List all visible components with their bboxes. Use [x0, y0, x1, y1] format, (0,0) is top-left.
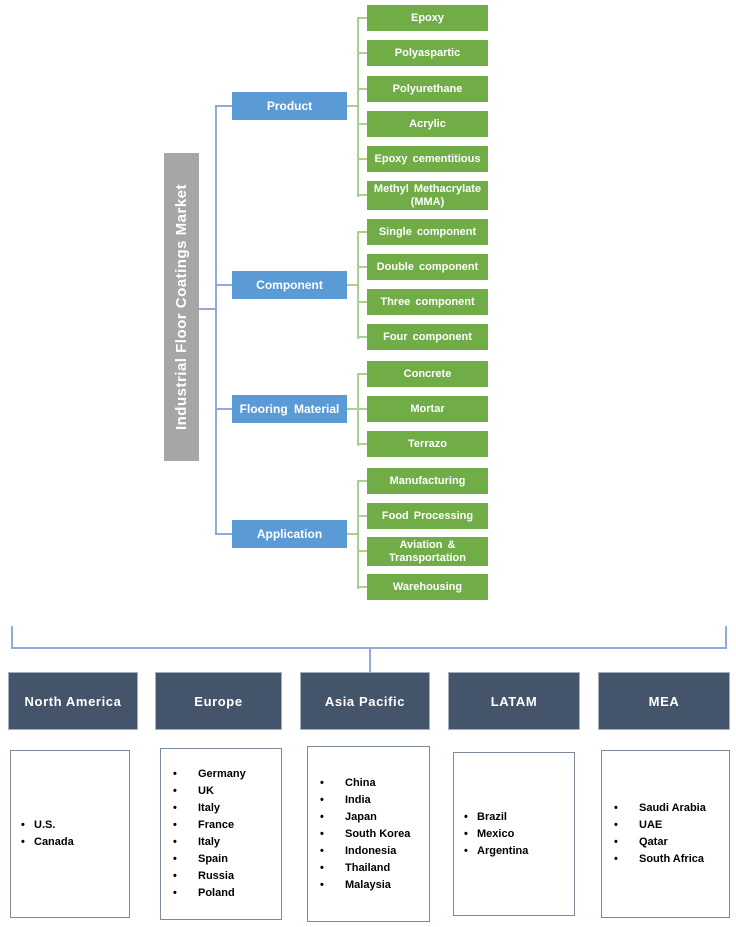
component-branch-line	[357, 231, 359, 339]
country-item: Spain	[173, 851, 246, 868]
child-box-food-processing: Food Processing	[367, 503, 488, 529]
country-item: Malaysia	[320, 877, 410, 894]
child-box-polyurethane: Polyurethane	[367, 76, 488, 102]
country-list: U.S. Canada	[21, 817, 74, 851]
child-stub	[357, 480, 367, 482]
country-item: Argentina	[464, 843, 528, 860]
country-item: Saudi Arabia	[614, 800, 706, 817]
root-connector-line	[199, 308, 217, 310]
region-header-asia-pacific: Asia Pacific	[300, 672, 430, 730]
child-box-aviation-transportation: Aviation & Transportation	[367, 537, 488, 566]
child-box-epoxy-cementitious: Epoxy cementitious	[367, 146, 488, 172]
country-item: Poland	[173, 885, 246, 902]
country-item: Indonesia	[320, 843, 410, 860]
segment-box-application: Application	[232, 520, 347, 548]
root-market-bar: Industrial Floor Coatings Market	[164, 153, 199, 461]
child-stub	[357, 586, 367, 588]
country-list-asia-pacific: China India Japan South Korea Indonesia …	[307, 746, 430, 922]
child-stub	[357, 550, 367, 552]
segment-box-component: Component	[232, 271, 347, 299]
child-box-mma: Methyl Methacrylate (MMA)	[367, 181, 488, 210]
country-item: South Korea	[320, 826, 410, 843]
branch-line-flooring-material	[215, 408, 232, 410]
country-item: China	[320, 775, 410, 792]
country-list-mea: Saudi Arabia UAE Qatar South Africa	[601, 750, 730, 918]
child-box-four-component: Four component	[367, 324, 488, 350]
root-market-label: Industrial Floor Coatings Market	[173, 183, 190, 431]
region-header-europe: Europe	[155, 672, 282, 730]
child-stub	[357, 336, 367, 338]
child-box-epoxy: Epoxy	[367, 5, 488, 31]
child-stub	[357, 123, 367, 125]
child-box-three-component: Three component	[367, 289, 488, 315]
child-stub	[357, 443, 367, 445]
flooring-branch-stub	[347, 408, 357, 410]
child-box-warehousing: Warehousing	[367, 574, 488, 600]
child-stub	[357, 515, 367, 517]
child-box-polyaspartic: Polyaspartic	[367, 40, 488, 66]
country-list: China India Japan South Korea Indonesia …	[320, 775, 410, 894]
country-list-europe: Germany UK Italy France Italy Spain Russ…	[160, 748, 282, 920]
child-stub	[357, 408, 367, 410]
country-list: Saudi Arabia UAE Qatar South Africa	[614, 800, 706, 868]
child-stub	[357, 17, 367, 19]
child-stub	[357, 158, 367, 160]
country-item: UAE	[614, 817, 706, 834]
country-item: Brazil	[464, 809, 528, 826]
regions-bracket-right-tick	[725, 626, 727, 648]
segment-box-flooring-material: Flooring Material	[232, 395, 347, 423]
branch-line-product	[215, 105, 232, 107]
child-box-terrazo: Terrazo	[367, 431, 488, 457]
country-item: UK	[173, 783, 246, 800]
region-header-north-america: North America	[8, 672, 138, 730]
segment-box-product: Product	[232, 92, 347, 120]
child-stub	[357, 266, 367, 268]
child-box-mortar: Mortar	[367, 396, 488, 422]
child-stub	[357, 194, 367, 196]
region-header-latam: LATAM	[448, 672, 580, 730]
product-branch-line	[357, 17, 359, 197]
country-item: Canada	[21, 834, 74, 851]
child-box-double-component: Double component	[367, 254, 488, 280]
child-stub	[357, 301, 367, 303]
country-item: India	[320, 792, 410, 809]
country-item: France	[173, 817, 246, 834]
branch-line-component	[215, 284, 232, 286]
country-item: Japan	[320, 809, 410, 826]
regions-bracket-left-tick	[11, 626, 13, 648]
component-branch-stub	[347, 284, 357, 286]
application-branch-stub	[347, 533, 357, 535]
application-branch-line	[357, 480, 359, 589]
country-list: Germany UK Italy France Italy Spain Russ…	[173, 766, 246, 902]
country-item: U.S.	[21, 817, 74, 834]
country-item: Thailand	[320, 860, 410, 877]
child-box-concrete: Concrete	[367, 361, 488, 387]
country-item: Qatar	[614, 834, 706, 851]
child-box-acrylic: Acrylic	[367, 111, 488, 137]
region-header-mea: MEA	[598, 672, 730, 730]
product-branch-stub	[347, 105, 357, 107]
country-item: Russia	[173, 868, 246, 885]
child-stub	[357, 52, 367, 54]
trunk-line	[215, 105, 217, 535]
child-box-single-component: Single component	[367, 219, 488, 245]
country-item: Italy	[173, 800, 246, 817]
country-list-latam: Brazil Mexico Argentina	[453, 752, 575, 916]
child-box-manufacturing: Manufacturing	[367, 468, 488, 494]
country-list: Brazil Mexico Argentina	[464, 809, 528, 860]
child-stub	[357, 88, 367, 90]
child-stub	[357, 373, 367, 375]
country-item: Mexico	[464, 826, 528, 843]
regions-bracket-drop-line	[369, 647, 371, 672]
child-stub	[357, 231, 367, 233]
country-item: Italy	[173, 834, 246, 851]
branch-line-application	[215, 533, 232, 535]
country-item: Germany	[173, 766, 246, 783]
country-list-north-america: U.S. Canada	[10, 750, 130, 918]
country-item: South Africa	[614, 851, 706, 868]
